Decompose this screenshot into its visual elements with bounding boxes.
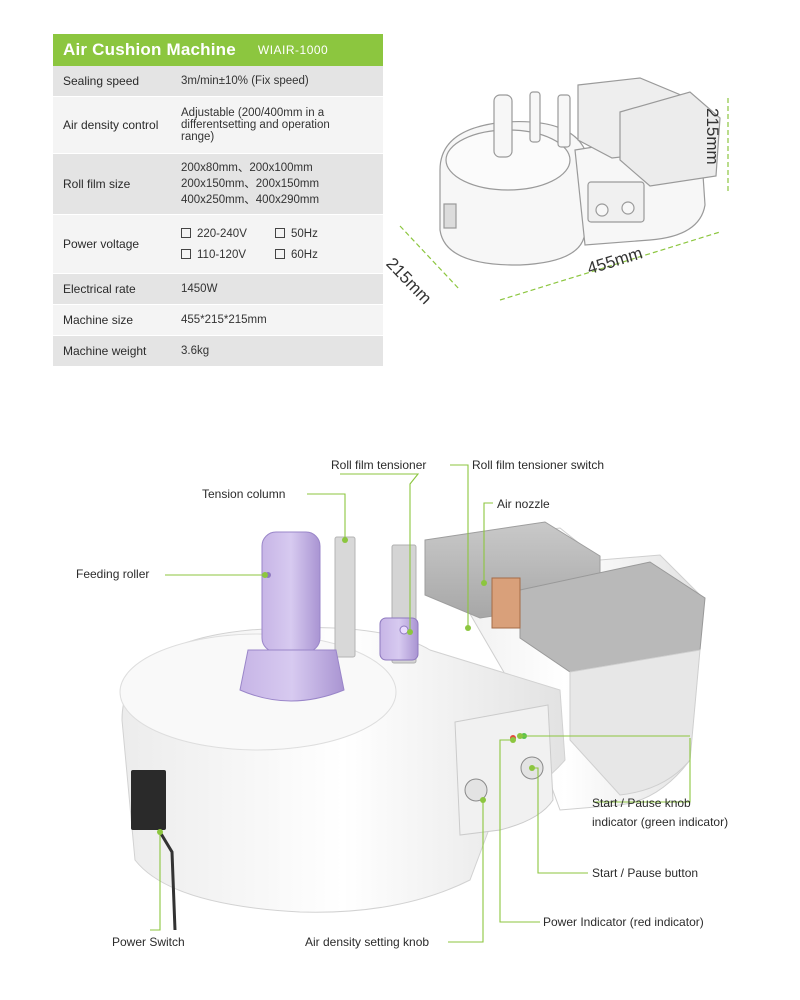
leader-dot <box>342 537 348 543</box>
voltage-option: 110-120V <box>181 248 275 262</box>
checkbox-icon <box>181 227 191 238</box>
feeding-roller-outline <box>493 94 513 158</box>
power-cable <box>158 831 177 931</box>
voltage-option-label: 220-240V <box>197 227 247 240</box>
spec-value-line: 3.6kg <box>181 345 210 357</box>
spec-value: Adjustable (200/400mm in a differentsett… <box>181 107 383 143</box>
spec-value-line: 1450W <box>181 283 218 295</box>
spec-row-roll-film: Roll film size 200x80mm、200x100mm 200x15… <box>53 154 383 215</box>
spec-value: 3.6kg <box>181 344 383 358</box>
frequency-option-label: 50Hz <box>291 227 318 240</box>
spec-row-power-voltage: Power voltage 220-240V 50Hz 110-120V 60H… <box>53 215 383 274</box>
spec-label: Machine size <box>63 313 134 327</box>
leader-roll-film-tensioner <box>340 473 420 632</box>
spec-value-line: Adjustable (200/400mm in a <box>181 107 325 119</box>
spec-row-machine-weight: Machine weight 3.6kg <box>53 336 383 367</box>
spec-title: Air Cushion Machine <box>63 40 236 59</box>
leader-start-pause-indicator <box>593 738 691 803</box>
leader-dot <box>465 625 471 631</box>
spec-value: 1450W <box>181 282 383 296</box>
spec-value-line: 400x250mm、400x290mm <box>181 194 320 206</box>
spec-label: Machine weight <box>63 344 147 358</box>
spec-value-line: 200x80mm、200x100mm <box>181 162 313 174</box>
leader-dot <box>517 733 523 739</box>
tensioner-roller-hub <box>399 625 409 635</box>
dimension-drawing <box>399 77 729 301</box>
frequency-option-label: 60Hz <box>291 248 318 261</box>
leader-dot <box>529 765 535 771</box>
spec-value: 3m/min±10% (Fix speed) <box>181 74 383 88</box>
callout-roll-film-tensioner-switch: Roll film tensioner switch <box>472 458 605 472</box>
spec-table-header: Air Cushion Machine WIAIR-1000 <box>53 34 383 66</box>
callout-power-switch: Power Switch <box>112 935 185 949</box>
knob-outline <box>595 203 609 217</box>
spec-row-electrical-rate: Electrical rate 1450W <box>53 274 383 305</box>
feeding-roller-shape <box>261 531 321 653</box>
leader-power-indicator <box>499 739 540 923</box>
callout-roll-film-tensioner: Roll film tensioner <box>331 458 427 472</box>
spec-value: 455*215*215mm <box>181 313 383 327</box>
spec-label: Air density control <box>63 118 159 132</box>
spec-row-air-density: Air density control Adjustable (200/400m… <box>53 97 383 154</box>
spec-label: Power voltage <box>63 237 140 251</box>
leader-dot <box>481 580 487 586</box>
leader-air-density-knob <box>448 800 484 943</box>
spec-label: Roll film size <box>63 177 131 191</box>
spec-row-machine-size: Machine size 455*215*215mm <box>53 305 383 336</box>
leader-air-nozzle <box>483 502 493 583</box>
power-socket-outline <box>443 203 457 229</box>
leader-tension-column <box>307 493 346 540</box>
callout-start-pause-button: Start / Pause button <box>592 866 699 880</box>
tensioner-roller-shape <box>379 617 419 661</box>
air-density-knob-icon <box>464 778 488 802</box>
callout-air-density-knob: Air density setting knob <box>305 935 430 949</box>
spec-value-line: range) <box>181 131 215 143</box>
spec-value-line: 3m/min±10% (Fix speed) <box>181 75 309 87</box>
spec-value-line: 455*215*215mm <box>181 314 267 326</box>
spec-value: 200x80mm、200x100mm 200x150mm、200x150mm 4… <box>181 160 383 208</box>
spec-table: Air Cushion Machine WIAIR-1000 Sealing s… <box>53 34 383 367</box>
frequency-option: 60Hz <box>275 248 355 262</box>
frequency-option: 50Hz <box>275 227 355 241</box>
tensioner-outline <box>557 94 571 148</box>
voltage-option: 220-240V <box>181 227 275 241</box>
knob-outline <box>621 201 635 215</box>
callout-air-nozzle: Air nozzle <box>497 497 550 511</box>
spec-value-line: differentsetting and operation <box>181 119 330 131</box>
callout-power-indicator: Power Indicator (red indicator) <box>543 915 704 929</box>
leader-dot <box>480 797 486 803</box>
feeding-roller-base <box>239 649 345 702</box>
callout-feeding-roller: Feeding roller <box>76 567 150 581</box>
air-nozzle-detail <box>491 577 521 629</box>
spec-label: Electrical rate <box>63 282 136 296</box>
depth-dimension-line <box>399 225 461 291</box>
spec-label: Sealing speed <box>63 74 140 88</box>
callout-start-pause-knob-1: Start / Pause knob <box>592 796 691 810</box>
callout-start-pause-knob-2: indicator (green indicator) <box>592 815 729 829</box>
leader-roll-film-tensioner-switch <box>450 464 469 628</box>
leader-dot <box>157 829 163 835</box>
checkbox-icon <box>275 248 285 259</box>
checkbox-icon <box>181 248 191 259</box>
spec-value-line: 200x150mm、200x150mm <box>181 178 320 190</box>
leader-dot <box>510 737 516 743</box>
power-socket <box>131 770 166 830</box>
checkbox-icon <box>275 227 285 238</box>
leader-dot <box>407 629 413 635</box>
width-dimension-line <box>499 231 721 301</box>
tension-column-outline <box>529 91 541 143</box>
leader-dot <box>262 572 268 578</box>
machine-hood-right <box>619 91 721 187</box>
tension-column-shape <box>334 536 356 658</box>
callout-tension-column: Tension column <box>202 487 286 501</box>
leader-power-switch <box>150 832 161 931</box>
voltage-option-label: 110-120V <box>197 248 247 261</box>
spec-value: 220-240V 50Hz 110-120V 60Hz <box>181 227 383 262</box>
spec-row-sealing-speed: Sealing speed 3m/min±10% (Fix speed) <box>53 66 383 97</box>
spec-model: WIAIR-1000 <box>257 43 329 57</box>
